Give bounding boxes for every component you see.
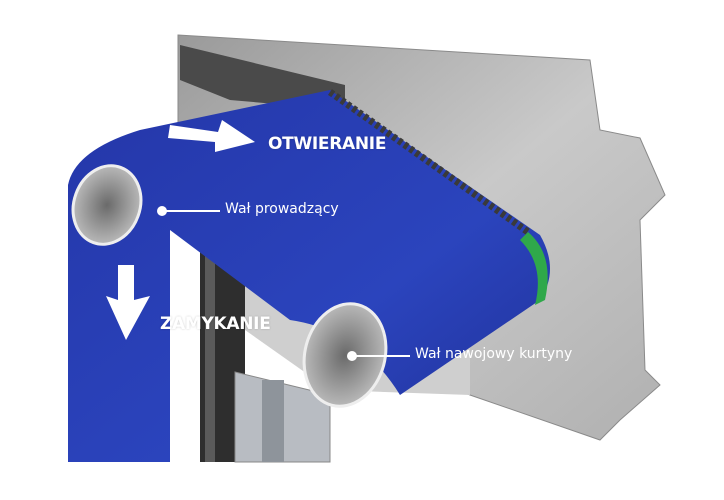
seal-strip	[520, 232, 548, 305]
winding-roller-leader-line	[352, 355, 410, 357]
curtain-band	[68, 90, 550, 462]
guide-roller-label: Wał prowadzący	[225, 201, 339, 217]
winding-roller	[302, 302, 388, 408]
closing-label: ZAMYKANIE	[160, 314, 271, 334]
guide-roller-leader-line	[162, 210, 220, 212]
guide-roller	[71, 164, 143, 246]
opening-arrow-icon	[168, 120, 255, 152]
winding-roller-label: Wał nawojowy kurtyny	[415, 346, 573, 362]
closing-arrow-icon	[106, 265, 150, 340]
opening-label: OTWIERANIE	[268, 134, 387, 154]
